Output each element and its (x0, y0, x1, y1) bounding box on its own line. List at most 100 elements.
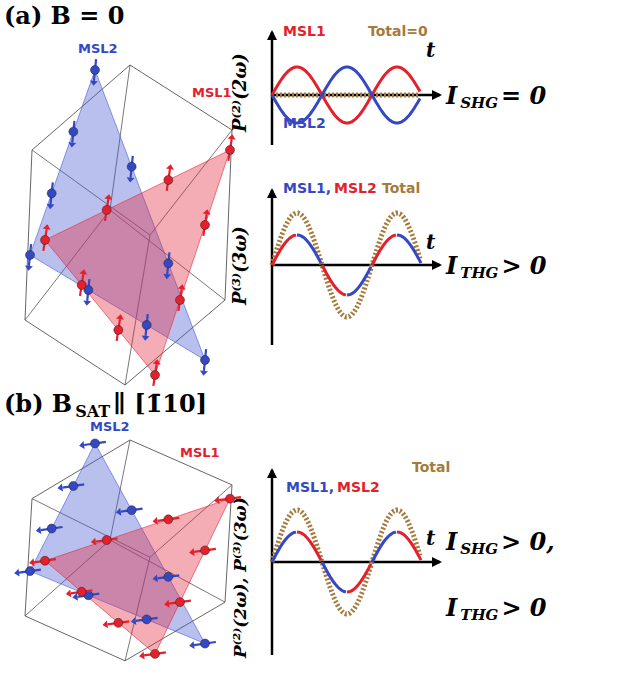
spin-head (178, 284, 186, 290)
text-label: I (446, 596, 457, 620)
text-label: I (446, 84, 457, 108)
text-label: MSL1 (192, 86, 232, 99)
text-label: > 0, (501, 530, 555, 554)
cube-figure (14, 439, 241, 661)
y-axis (271, 190, 274, 345)
spin-head (104, 194, 112, 200)
y-axis (271, 32, 274, 145)
wave-curve (272, 213, 420, 317)
wave-curve (372, 532, 396, 562)
cube-outline (25, 65, 232, 385)
text-label: ∥ [1̄10] (113, 392, 207, 416)
spin-ball (41, 236, 50, 245)
spin-ball (201, 639, 210, 648)
text-label: Total (382, 181, 420, 195)
spin-head (43, 224, 51, 230)
spin-head (163, 274, 171, 279)
spin-ball (226, 146, 235, 155)
spin-head (102, 620, 108, 628)
cube-outline (25, 440, 232, 661)
text-label: MSL2 (334, 181, 377, 195)
wave-curve (322, 265, 346, 295)
text-label: t (426, 232, 435, 252)
spin-head (152, 574, 158, 582)
wave-curve (347, 267, 371, 295)
spin-head (79, 269, 87, 275)
msl1-plane (45, 150, 230, 375)
spin-ball (164, 259, 173, 268)
spin-head (14, 569, 20, 577)
spin-head (68, 142, 76, 147)
spin-head (29, 558, 35, 566)
axis-label: P⁽²⁾(2ω), P⁽³⁾(3ω) (232, 497, 249, 658)
spin-ball (176, 598, 185, 607)
spin-ball (164, 176, 173, 185)
text-label: THG (460, 266, 498, 281)
text-label: (b) B (4, 392, 72, 416)
spin-ball (201, 221, 210, 230)
spin-head (83, 300, 91, 305)
text-label: > 0 (501, 596, 546, 620)
spin-ball (77, 587, 86, 596)
text-label: MSL1 (180, 446, 220, 459)
spin-head (25, 265, 33, 270)
text-label: = 0 (501, 84, 546, 108)
wave-curve (272, 67, 420, 123)
spin-ball (69, 127, 78, 136)
spin-ball (176, 296, 185, 305)
text-label: MSL2 (90, 420, 130, 433)
spin-head (47, 204, 55, 209)
t-axis (272, 264, 440, 267)
spin-ball (151, 371, 160, 380)
text-label: > 0 (501, 254, 546, 278)
spin-head (91, 538, 97, 546)
text-label: t (426, 40, 435, 60)
spin-ball (127, 506, 136, 515)
wave-curve (297, 532, 321, 560)
spin-head (116, 314, 124, 320)
wave-curve (297, 235, 321, 263)
spin-ball (41, 556, 50, 565)
spin-ball (102, 206, 111, 215)
text-label: MSL2 (283, 116, 326, 130)
wave-curve (272, 93, 420, 98)
text-label: MSL2 (78, 42, 118, 55)
spin-head (166, 164, 174, 170)
spin-ball (114, 326, 123, 335)
spin-ball (151, 649, 160, 658)
text-label: SHG (460, 96, 498, 111)
spin-head (189, 641, 195, 649)
spin-ball (69, 482, 78, 491)
spin-head (142, 335, 150, 340)
spin-ball (91, 66, 100, 75)
text-label: MSL2 (337, 480, 380, 494)
spin-ball (26, 251, 35, 260)
spin-ball (91, 439, 100, 448)
spin-ball (127, 162, 136, 171)
spin-head (152, 517, 158, 525)
wave-curve (397, 235, 421, 263)
axis-label: P⁽³⁾(3ω) (231, 226, 249, 305)
wave-curve (322, 562, 346, 592)
t-axis (272, 561, 440, 564)
spin-head (57, 484, 63, 492)
spin-head (214, 496, 220, 504)
spin-head (153, 359, 161, 365)
text-label: SHG (460, 542, 498, 557)
spin-ball (201, 356, 210, 365)
wave-curve (372, 235, 396, 265)
text-label: Total=0 (368, 24, 428, 38)
spin-head (203, 209, 211, 215)
spin-head (189, 548, 195, 556)
text-label: MSL1 (283, 24, 326, 38)
wave-curve (272, 532, 296, 562)
spin-head (116, 508, 122, 516)
spin-ball (114, 618, 123, 627)
spin-ball (201, 546, 210, 555)
spin-ball (47, 189, 56, 198)
spin-ball (164, 515, 173, 524)
spin-ball (102, 536, 111, 545)
spin-head (79, 441, 85, 449)
spin-head (36, 526, 42, 534)
spin-ball (164, 572, 173, 581)
